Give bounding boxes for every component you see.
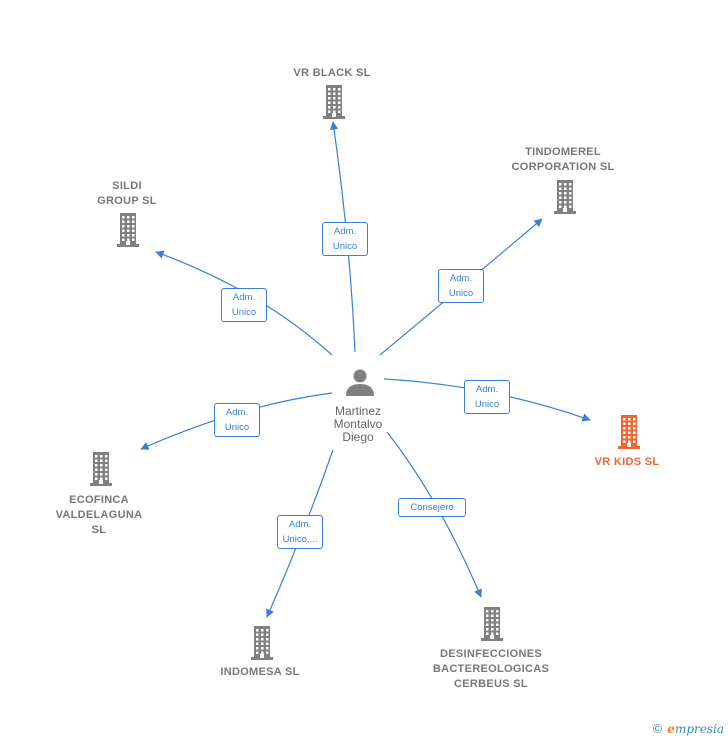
building-icon[interactable] <box>481 607 503 641</box>
company-label-sildi[interactable]: SILDI GROUP SL <box>97 180 157 207</box>
company-label-tindomerel[interactable]: TINDOMEREL CORPORATION SL <box>511 146 615 173</box>
company-label-desinfecciones[interactable]: DESINFECCIONES BACTEREOLOGICAS CERBEUS S… <box>432 648 550 690</box>
company-label-vr-black[interactable]: VR BLACK SL <box>293 67 371 79</box>
building-icon[interactable] <box>251 626 273 660</box>
company-label-indomesa[interactable]: INDOMESA SL <box>220 666 300 678</box>
copyright-symbol: © <box>651 722 664 736</box>
role-badge-desinfecciones[interactable]: Consejero <box>398 497 466 517</box>
footer-brand: © empresia <box>651 722 724 736</box>
building-icon[interactable] <box>618 415 640 449</box>
brand-initial: e <box>667 722 675 736</box>
building-icon[interactable] <box>323 85 345 119</box>
building-icon[interactable] <box>117 213 139 247</box>
role-badge-ecofinca[interactable]: Adm. Unico <box>214 403 260 437</box>
building-icon[interactable] <box>90 452 112 486</box>
role-badge-sildi[interactable]: Adm. Unico <box>221 288 267 322</box>
role-badge-vr-kids[interactable]: Adm. Unico <box>464 380 510 414</box>
role-badge-vr-black[interactable]: Adm. Unico <box>322 222 368 256</box>
role-badge-tindomerel[interactable]: Adm. Unico <box>438 269 484 303</box>
person-icon[interactable] <box>346 369 374 397</box>
role-badge-indomesa[interactable]: Adm. Unico,... <box>277 515 323 549</box>
company-label-vr-kids[interactable]: VR KIDS SL <box>594 456 660 468</box>
person-name[interactable]: Martinez Montalvo Diego <box>333 404 383 444</box>
building-icon[interactable] <box>554 180 576 214</box>
company-label-ecofinca[interactable]: ECOFINCA VALDELAGUNA SL <box>55 494 143 536</box>
brand-name: mpresia <box>674 722 724 736</box>
